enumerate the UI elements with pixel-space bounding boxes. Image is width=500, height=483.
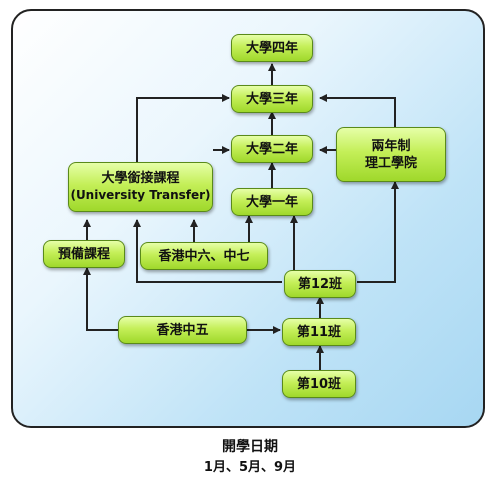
arrow-f5-to-prep [83, 267, 118, 331]
node-grade10-label: 第10班 [296, 376, 342, 392]
node-prep-label: 預備課程 [57, 246, 110, 262]
node-grade11-label: 第11班 [296, 324, 342, 340]
node-grade10: 第10班 [282, 370, 356, 398]
node-year4-label: 大學四年 [245, 40, 298, 56]
node-polytechnic: 兩年制 理工學院 [336, 127, 446, 182]
node-hk-form6-7: 香港中六、中七 [140, 242, 268, 270]
node-year4: 大學四年 [231, 34, 313, 62]
node-year1-label: 大學一年 [245, 194, 298, 210]
node-year1: 大學一年 [231, 188, 313, 216]
node-year2: 大學二年 [231, 135, 313, 163]
caption-title: 開學日期 [222, 439, 278, 455]
node-grade12: 第12班 [284, 270, 356, 298]
node-grade11: 第11班 [282, 318, 356, 346]
node-prep-course: 預備課程 [43, 240, 125, 268]
node-year3-label: 大學三年 [245, 91, 298, 107]
node-transfer-label-cn: 大學銜接課程 [101, 171, 180, 186]
node-university-transfer: 大學銜接課程 (University Transfer) [68, 162, 213, 212]
arrow-poly-to-year3 [319, 94, 396, 127]
node-hk-form5-label: 香港中五 [156, 322, 209, 338]
node-hk-form6-7-label: 香港中六、中七 [158, 248, 250, 264]
node-year3: 大學三年 [231, 85, 313, 113]
caption-months: 1月、5月、9月 [203, 460, 297, 475]
node-grade12-label: 第12班 [297, 276, 343, 292]
arrow-grade12-to-transfer [133, 219, 282, 283]
node-polytechnic-label-2: 理工學院 [364, 155, 417, 171]
node-hk-form5: 香港中五 [118, 316, 247, 344]
node-transfer-label-en: (University Transfer) [70, 188, 211, 202]
arrow-transfer-to-year3 [136, 94, 230, 162]
node-polytechnic-label-1: 兩年制 [371, 138, 411, 154]
arrow-grade12-to-poly [357, 181, 399, 283]
node-year2-label: 大學二年 [245, 141, 298, 157]
